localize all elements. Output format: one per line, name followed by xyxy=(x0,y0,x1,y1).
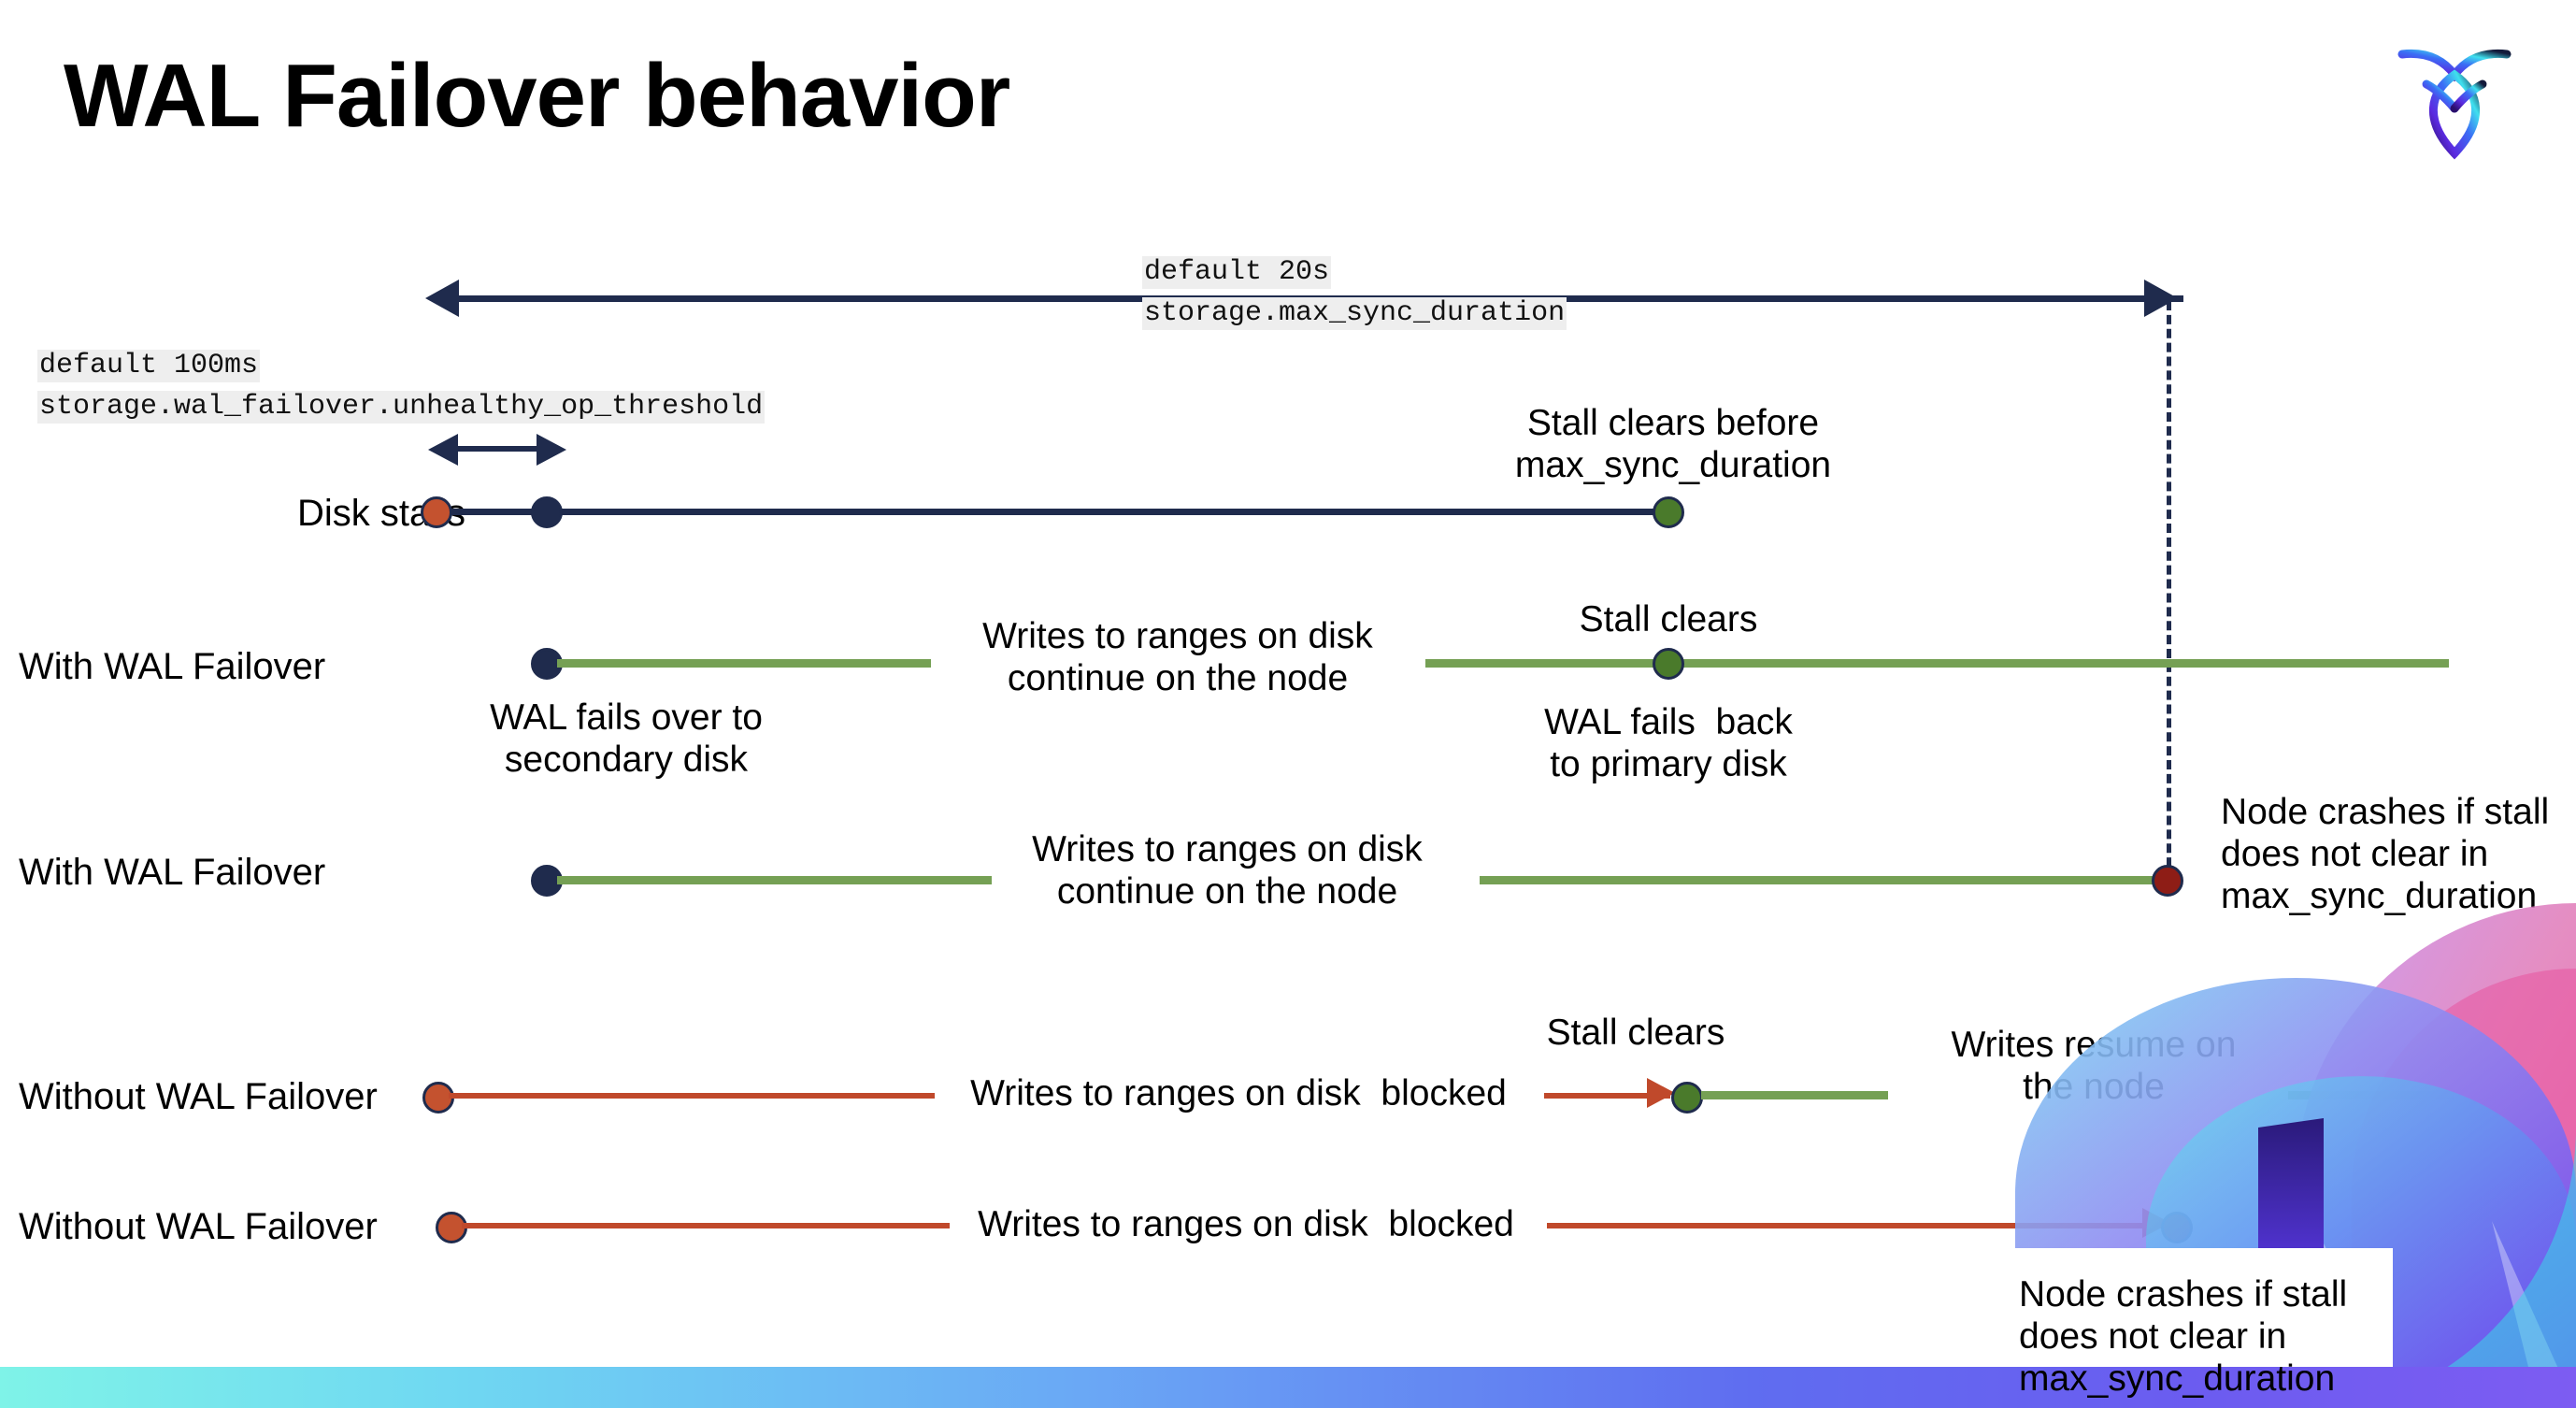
wal-failover-1-failover-note: WAL fails over to secondary disk xyxy=(490,697,763,781)
without-wal-1-resume-segment-a xyxy=(1701,1091,1888,1099)
threshold-arrow-left-head xyxy=(428,434,458,466)
disk-stalls-clear-note: Stall clears before max_sync_duration xyxy=(1514,403,1832,486)
disk-stalls-clear-dot xyxy=(1653,496,1684,528)
without-wal-2-blocked-note: Writes to ranges on disk blocked xyxy=(978,1204,1514,1244)
without-wal-1-blocked-note: Writes to ranges on disk blocked xyxy=(970,1073,1507,1113)
without-wal-1-blocked-segment-b xyxy=(1544,1093,1670,1099)
threshold-arrow-line xyxy=(456,446,538,452)
wal-failover-2-crash-dot xyxy=(2152,865,2183,897)
unhealthy-setting-label: storage.wal_failover.unhealthy_op_thresh… xyxy=(37,391,766,424)
wal-failover-2-segment-b xyxy=(1480,876,2176,884)
row-label-without-wal-failover-1: Without WAL Failover xyxy=(19,1076,378,1117)
max-sync-setting-label: storage.max_sync_duration xyxy=(1142,297,1567,331)
without-wal-2-crash-note: Node crashes if stall does not clear in … xyxy=(2019,1274,2348,1400)
row-label-with-wal-failover-2: With WAL Failover xyxy=(19,852,326,893)
threshold-arrow-right-head xyxy=(537,434,566,466)
wal-failover-1-failback-note: WAL fails back to primary disk xyxy=(1544,702,1793,785)
max-sync-arrow-left-head xyxy=(425,280,459,317)
row-label-with-wal-failover-1: With WAL Failover xyxy=(19,646,326,687)
unhealthy-default-label: default 100ms xyxy=(37,350,261,383)
without-wal-1-stall-clears-note: Stall clears xyxy=(1546,1013,1725,1053)
without-wal-1-arrow-head xyxy=(1647,1078,1675,1108)
without-wal-2-blocked-segment-a xyxy=(462,1223,950,1228)
wal-failover-1-writes-note: Writes to ranges on disk continue on the… xyxy=(982,616,1373,699)
wal-failover-1-segment-a xyxy=(557,659,931,668)
wal-failover-2-writes-note: Writes to ranges on disk continue on the… xyxy=(1032,829,1423,912)
wal-failover-1-segment-b xyxy=(1425,659,2449,668)
without-wal-1-clear-dot xyxy=(1671,1082,1703,1113)
cockroachdb-logo xyxy=(2389,34,2520,174)
max-sync-arrow-right-head xyxy=(2144,280,2178,317)
row-label-disk-stalls: Disk stalls xyxy=(296,493,465,534)
wal-failover-1-stall-clears-note: Stall clears xyxy=(1579,599,1758,639)
page-title: WAL Failover behavior xyxy=(64,46,1010,146)
max-sync-boundary-dashed-line xyxy=(2167,301,2171,881)
disk-stalls-timeline xyxy=(447,509,1681,515)
disk-stalls-start-dot xyxy=(421,496,452,528)
bottom-gradient-bar xyxy=(0,1367,2576,1408)
without-wal-1-blocked-segment-a xyxy=(449,1093,935,1099)
max-sync-default-label: default 20s xyxy=(1142,256,1332,290)
wal-failover-1-clear-dot xyxy=(1653,648,1684,680)
disk-stalls-failover-dot xyxy=(531,496,563,528)
without-wal-2-blocked-segment-b xyxy=(1547,1223,2168,1228)
wal-failover-2-segment-a xyxy=(557,876,992,884)
row-label-without-wal-failover-2: Without WAL Failover xyxy=(19,1206,378,1247)
wal-failover-2-crash-note: Node crashes if stall does not clear in … xyxy=(2221,792,2550,917)
